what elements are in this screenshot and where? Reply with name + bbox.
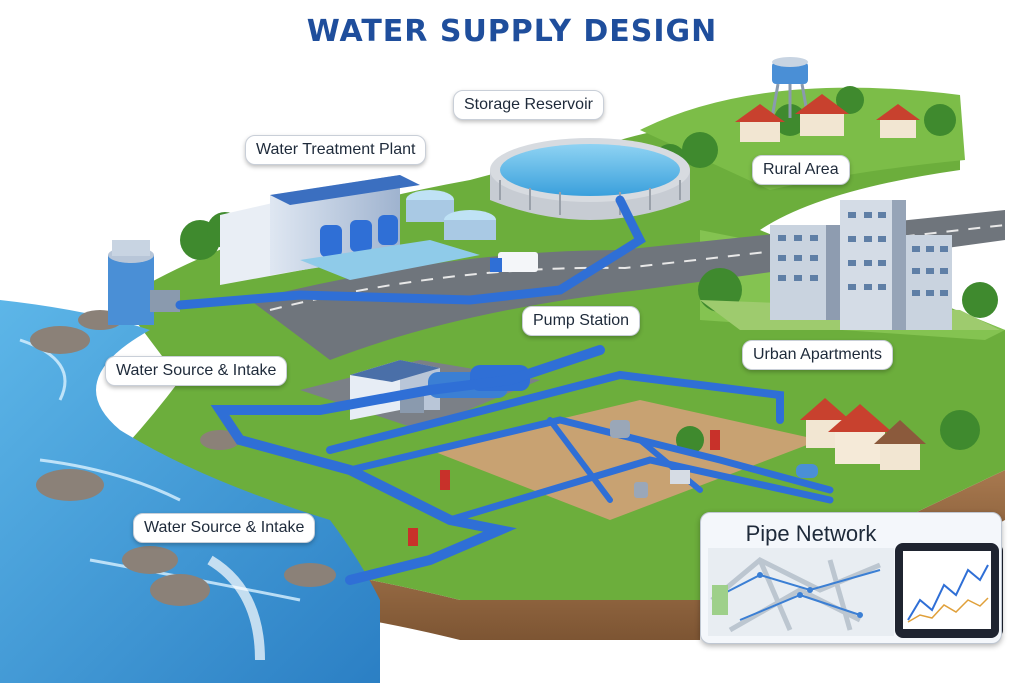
suburban-houses: [800, 398, 926, 470]
pipe-network-title: Pipe Network: [745, 521, 877, 546]
water-treatment-plant: [220, 175, 538, 285]
page-title: WATER SUPPLY DESIGN: [306, 14, 718, 49]
label-water-source-intake-upper: Water Source & Intake: [105, 356, 288, 386]
label-urban-apartments: Urban Apartments: [742, 340, 893, 370]
intake-tower: [108, 240, 180, 325]
label-storage-reservoir: Storage Reservoir: [453, 90, 604, 120]
river-rocks: [30, 310, 336, 606]
urban-apartment-towers: [700, 200, 1000, 330]
rural-houses: [735, 94, 920, 142]
label-water-source-intake-lower: Water Source & Intake: [133, 513, 316, 543]
storage-reservoir: [490, 138, 690, 220]
label-water-treatment-plant: Water Treatment Plant: [245, 135, 427, 165]
pipe-network-panel: Pipe Network: [700, 512, 1002, 644]
river: [0, 300, 380, 683]
label-rural-area: Rural Area: [752, 155, 850, 185]
label-pump-station: Pump Station: [522, 306, 641, 336]
hydrants-and-valves: [408, 420, 818, 546]
water-tower: [770, 57, 810, 119]
